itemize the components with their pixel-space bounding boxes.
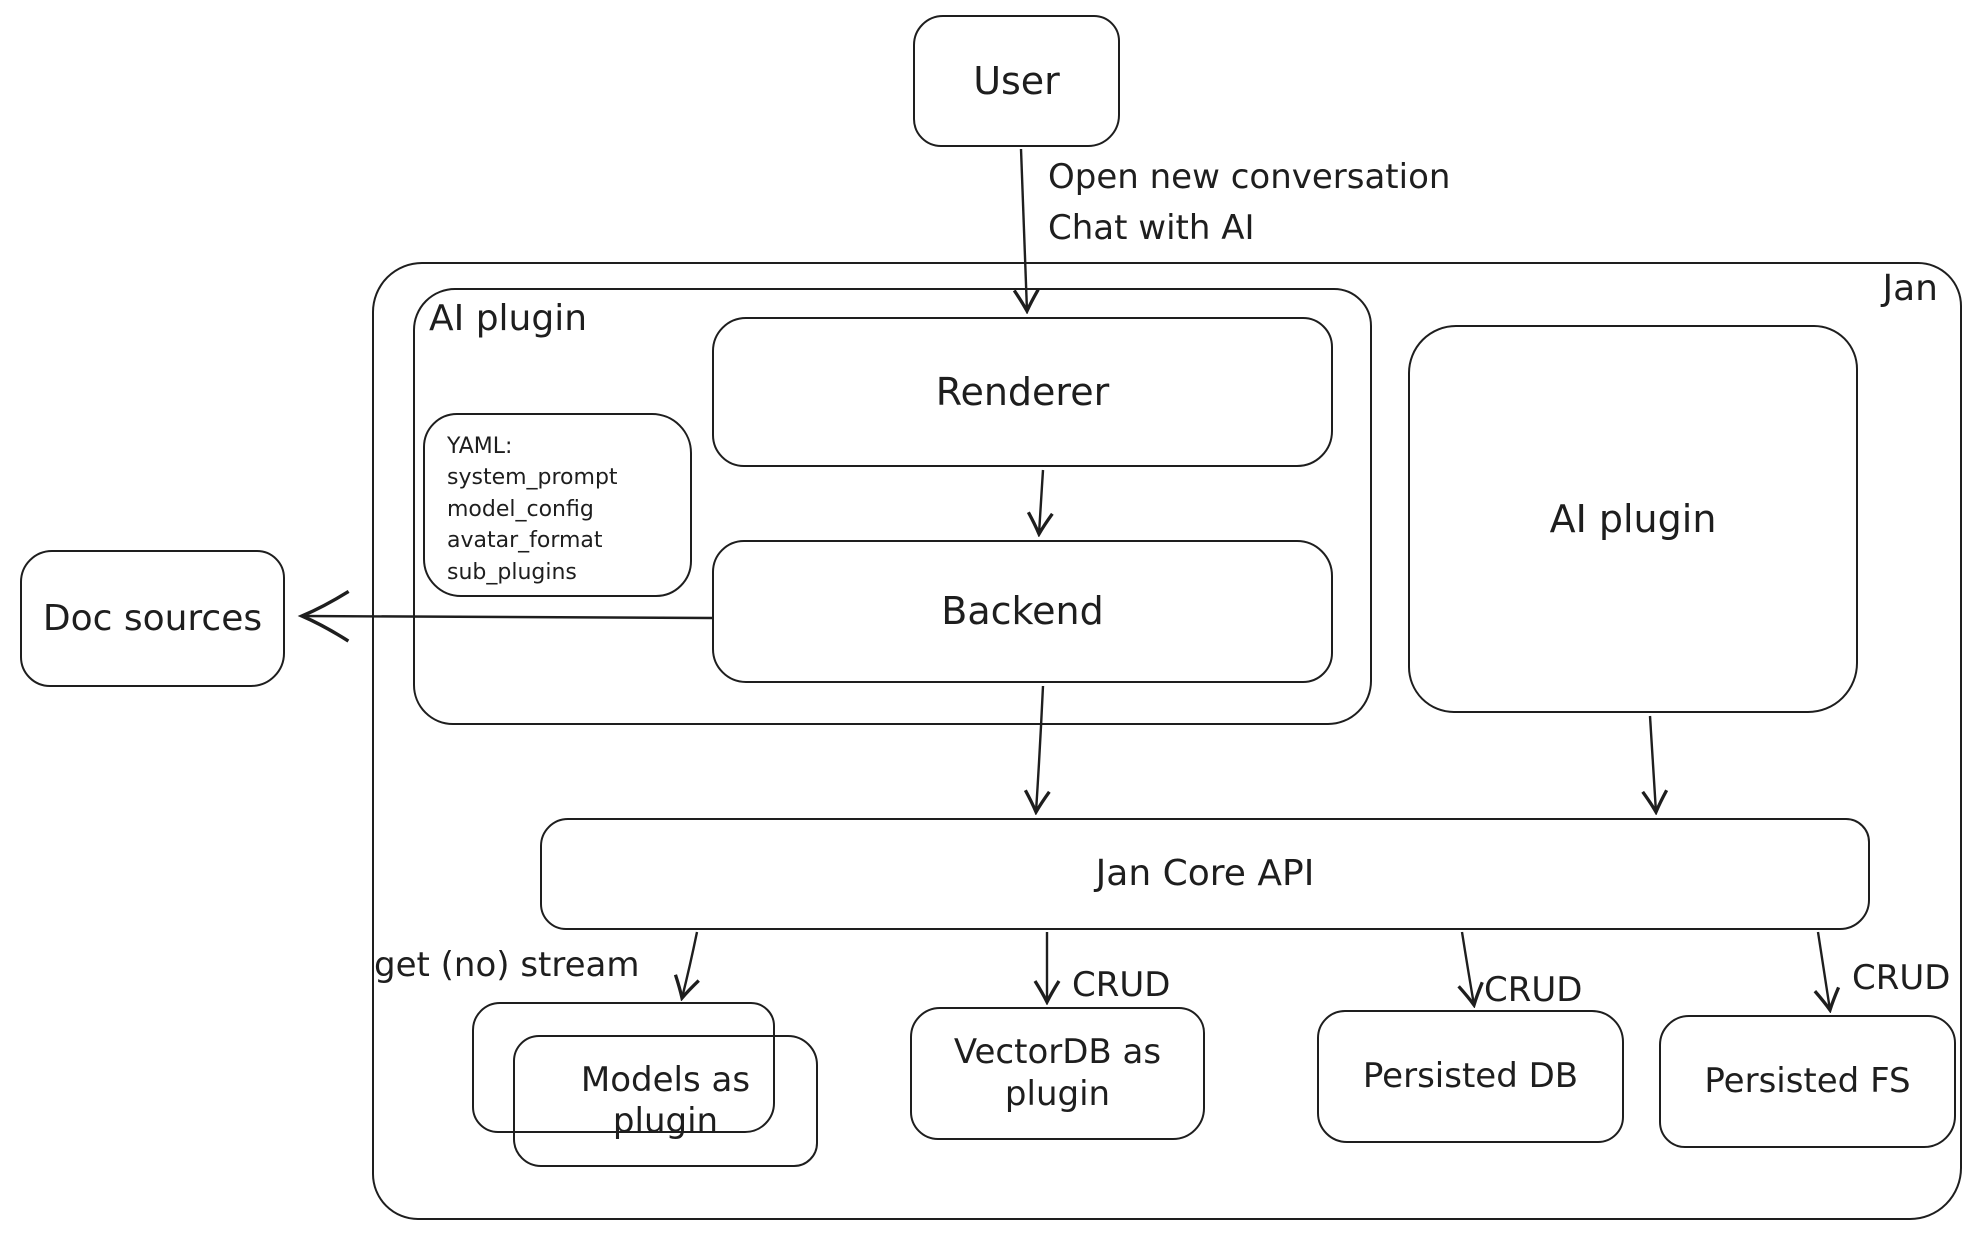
jan-container: Jan	[372, 262, 1962, 1220]
jan-container-label: Jan	[1882, 268, 1939, 309]
yaml-note-title: YAML:	[447, 434, 513, 459]
persisted-db-node: Persisted DB	[1317, 1010, 1624, 1143]
ai-plugin-group-label: AI plugin	[429, 298, 588, 339]
edge-label-crud-db: CRUD	[1484, 970, 1583, 1010]
doc-sources-node: Doc sources	[20, 550, 285, 687]
yaml-config-note: YAML: system_prompt model_config avatar_…	[423, 413, 692, 597]
edge-label-crud-fs: CRUD	[1852, 958, 1951, 998]
yaml-note-line: sub_plugins	[447, 559, 577, 585]
yaml-note-line: system_prompt	[447, 465, 618, 491]
models-plugin-outer-frame	[472, 1002, 775, 1133]
renderer-node: Renderer	[712, 317, 1333, 467]
ai-plugin-node: AI plugin	[1408, 325, 1858, 713]
edge-label-open-conversation: Open new conversation Chat with AI	[1048, 157, 1451, 248]
edge-label-get-no-stream: get (no) stream	[374, 945, 640, 985]
yaml-note-line: model_config	[447, 496, 594, 522]
user-node: User	[913, 15, 1120, 147]
persisted-fs-node: Persisted FS	[1659, 1015, 1956, 1148]
backend-node: Backend	[712, 540, 1333, 683]
yaml-note-line: avatar_format	[447, 528, 603, 554]
ai-plugin-group-container: AI plugin	[413, 288, 1372, 725]
vectordb-plugin-node: VectorDB as plugin	[910, 1007, 1205, 1140]
models-plugin-node: Models as plugin	[513, 1035, 818, 1167]
edge-label-crud-vectordb: CRUD	[1072, 965, 1171, 1005]
jan-core-api-node: Jan Core API	[540, 818, 1870, 930]
